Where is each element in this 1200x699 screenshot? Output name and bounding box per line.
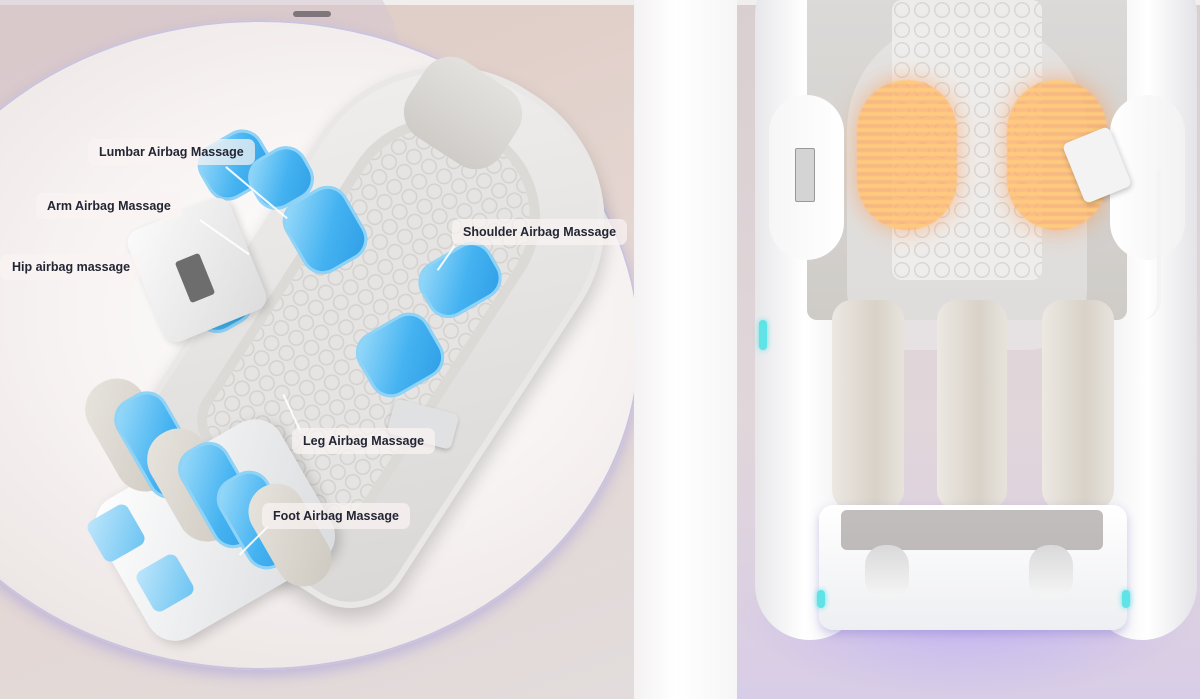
leg-cushion-left: [832, 300, 904, 510]
label-shoulder-airbag-massage: Shoulder Airbag Massage: [452, 219, 628, 245]
tablet-cable: [1135, 170, 1161, 320]
leg-cushion-right: [1042, 300, 1114, 510]
right-foot: [1029, 545, 1073, 597]
led-side-strip-left: [759, 320, 767, 350]
left-foot: [865, 545, 909, 597]
label-lumbar-airbag-massage: Lumbar Airbag Massage: [88, 139, 255, 165]
label-leg-airbag-massage: Leg Airbag Massage: [292, 428, 436, 454]
leg-cushion-center: [937, 300, 1007, 510]
label-arm-airbag-massage: Arm Airbag Massage: [36, 193, 182, 219]
footrest-well: [841, 510, 1103, 550]
side-control-buttons: [795, 148, 815, 202]
led-indicator-right: [1122, 590, 1130, 608]
label-hip-airbag-massage: Hip airbag massage: [0, 254, 142, 280]
lumbar-heating-pad-left: [857, 80, 957, 230]
massage-chair-angled: [74, 9, 634, 652]
panel-divider-strip: [634, 0, 737, 699]
left-panel-airbag-view: Lumbar Airbag Massage Arm Airbag Massage…: [0, 0, 634, 699]
led-indicator-left: [817, 590, 825, 608]
label-foot-airbag-massage: Foot Airbag Massage: [262, 503, 410, 529]
right-panel-heating-view: [737, 0, 1200, 699]
